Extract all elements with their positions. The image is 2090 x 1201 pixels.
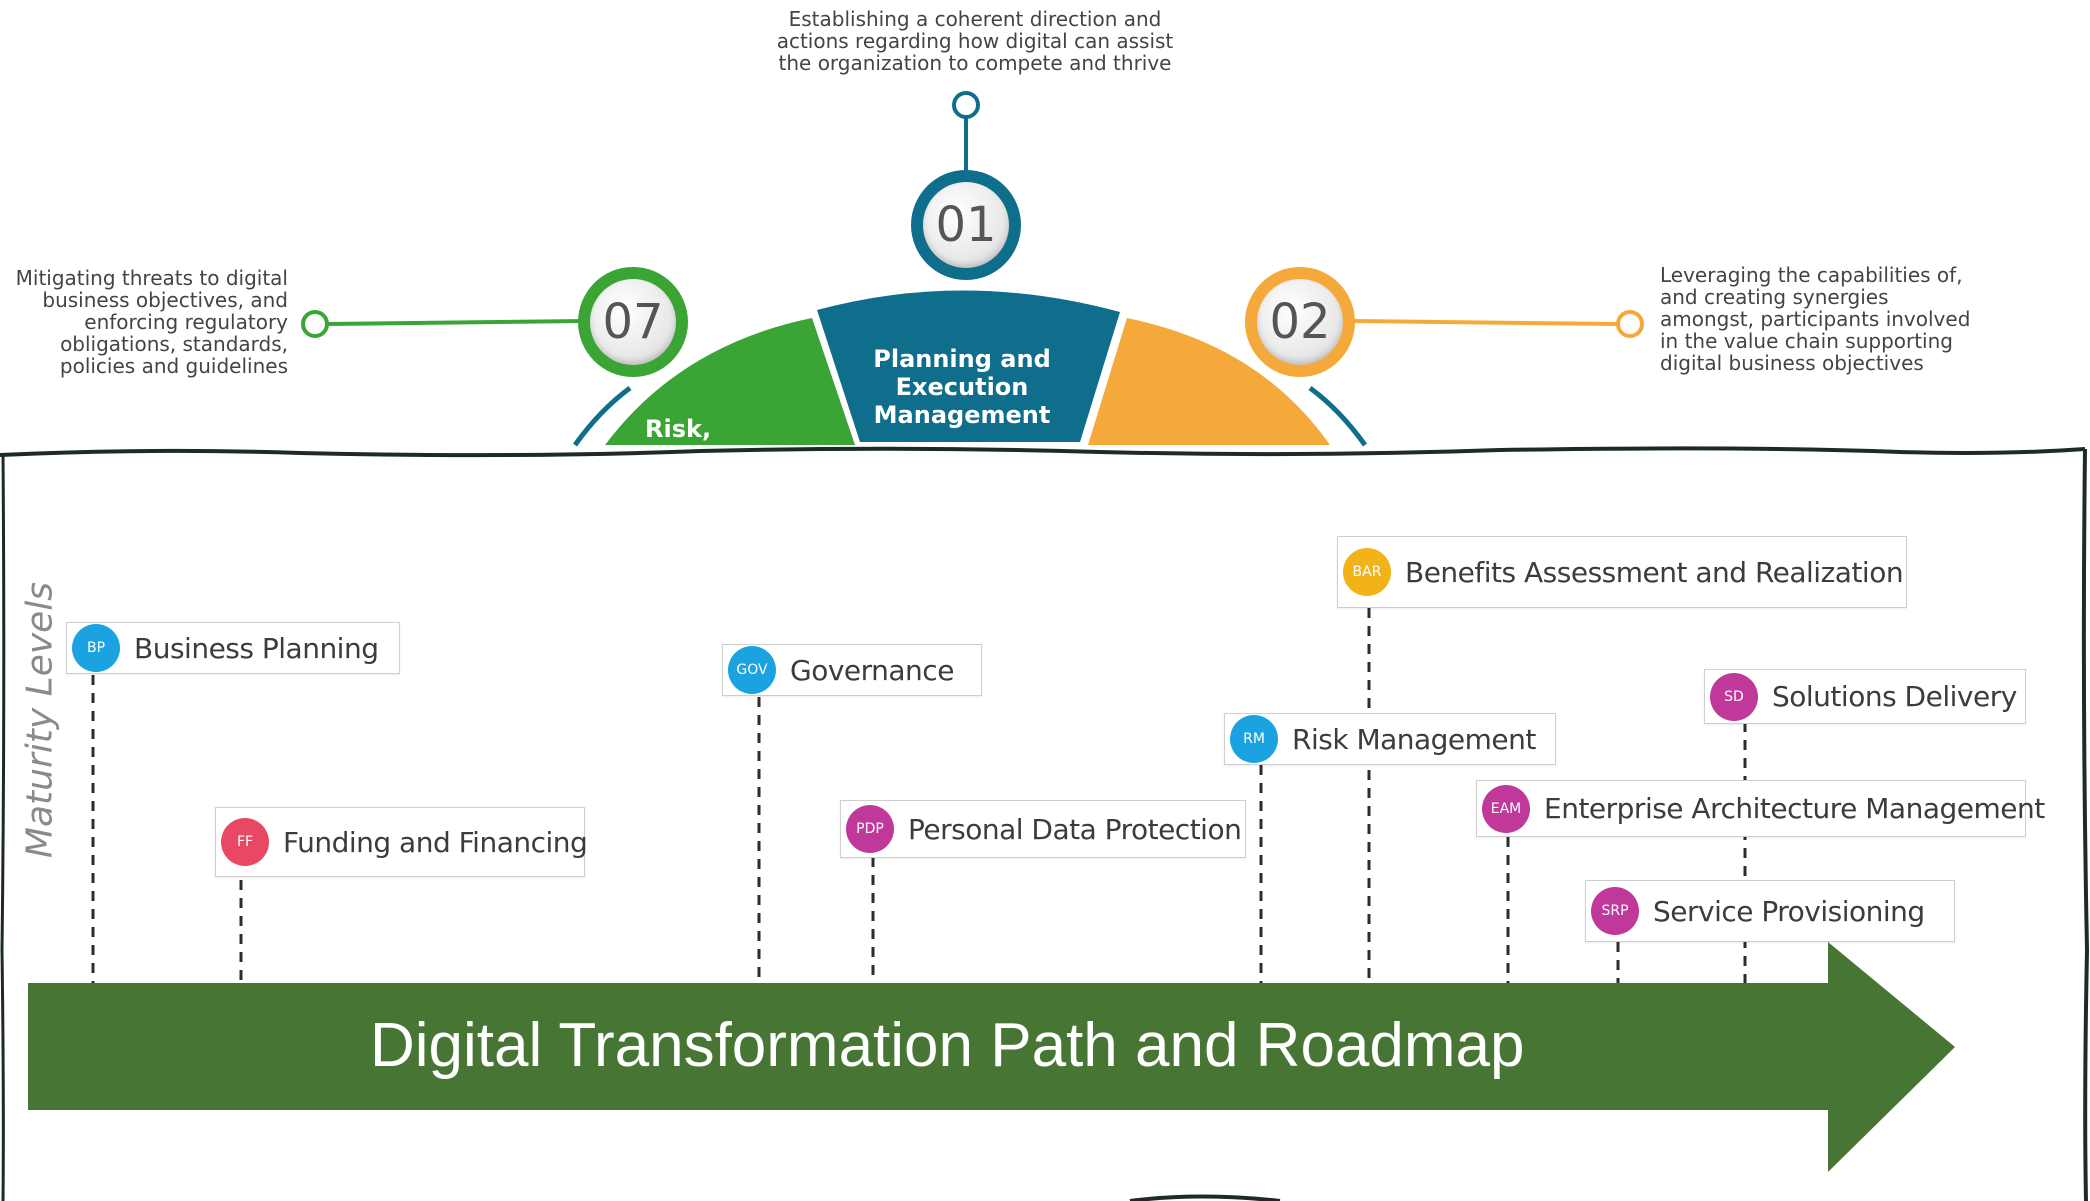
number-badge-01: 01 [911,170,1021,280]
number-01-text: 01 [923,182,1009,268]
milestone-enterprise-architecture: EAM Enterprise Architecture Management [1476,780,2045,837]
segment-teal [817,290,1120,442]
number-badge-02: 02 [1245,267,1355,377]
description-right: Leveraging the capabilities of, and crea… [1660,263,1971,375]
milestone-label: Personal Data Protection [908,812,1242,846]
roadmap-title: Digital Transformation Path and Roadmap [370,1011,1525,1080]
number-02-text: 02 [1257,279,1343,365]
milestone-label: Solutions Delivery [1772,680,2017,713]
milestone-label: Risk Management [1292,722,1536,756]
milestone-label: Funding and Financing [283,825,588,859]
rm-icon: RM [1230,715,1278,763]
milestone-benefits-assessment: BAR Benefits Assessment and Realization [1337,536,1907,608]
milestone-label: Service Provisioning [1653,894,1925,928]
pdp-icon: PDP [846,805,894,853]
eam-icon: EAM [1482,784,1530,833]
milestone-personal-data-protection: PDP Personal Data Protection [840,800,1246,858]
connector-02 [1349,319,1618,326]
milestone-solutions-delivery: SD Solutions Delivery [1704,669,2026,724]
outer-arc-left [572,385,632,447]
description-top: Establishing a coherent direction and ac… [776,7,1174,75]
sd-icon: SD [1710,672,1758,721]
segment-orange [1088,318,1330,445]
connector-dot-02 [1616,310,1644,338]
connector-dot-07 [301,310,329,338]
milestone-label: Enterprise Architecture Management [1544,792,2045,825]
segment-green [605,318,855,445]
connector-dot-01 [952,91,980,119]
milestone-label: Benefits Assessment and Realization [1405,555,1904,589]
milestone-funding-and-financing: FF Funding and Financing [215,807,588,877]
segment-label-risk: Risk, Controls, [645,415,768,471]
outer-arc-right [1308,385,1368,447]
milestone-label: Business Planning [134,631,379,665]
milestone-service-provisioning: SRP Service Provisioning [1585,880,1955,942]
milestone-risk-management: RM Risk Management [1224,713,1556,765]
wheel-graphic [301,91,1644,447]
number-07-text: 07 [590,279,676,365]
segment-label-planning: Planning and Execution Management [873,345,1051,429]
number-badge-07: 07 [578,267,688,377]
milestone-business-planning: BP Business Planning [66,622,400,674]
milestone-governance: GOV Governance [722,644,982,696]
description-left: Mitigating threats to digital business o… [15,266,288,378]
srp-icon: SRP [1591,887,1639,935]
bar-icon: BAR [1343,548,1391,596]
ff-icon: FF [221,818,269,866]
connector-07 [326,319,586,326]
milestone-label: Governance [790,653,954,687]
bp-icon: BP [72,624,120,672]
gov-icon: GOV [728,646,776,694]
